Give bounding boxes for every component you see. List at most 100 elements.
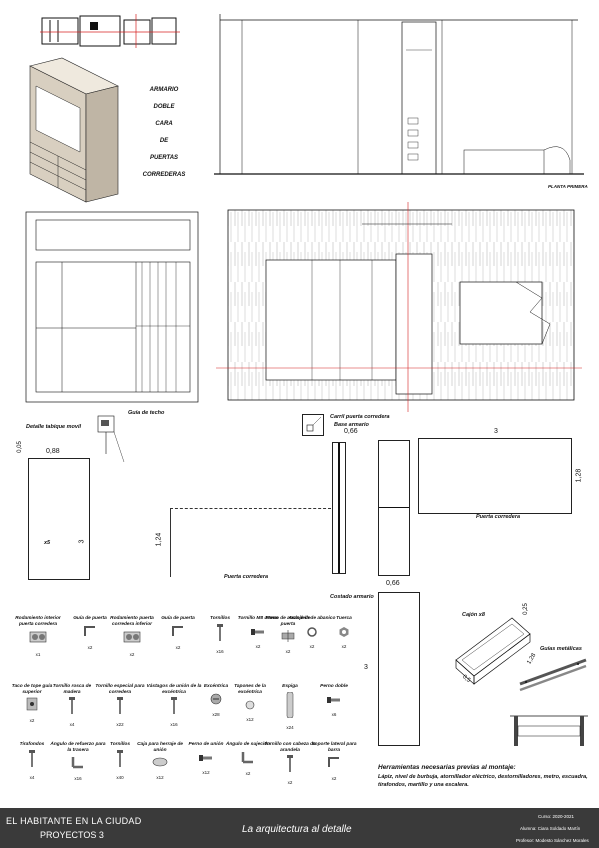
- x5-label: x5: [44, 540, 51, 546]
- footer-subtitle: PROYECTOS 3: [40, 830, 104, 840]
- screw-icon: [92, 749, 148, 773]
- side-panel: [378, 592, 420, 746]
- part-name: Arandela de abanico: [288, 616, 336, 621]
- screw-icon: [4, 749, 60, 773]
- part-qty: x2: [129, 652, 135, 658]
- angle-icon: [50, 755, 106, 774]
- part-qty: x40: [116, 774, 124, 780]
- screw-icon: [44, 697, 100, 720]
- part-name: Tornillo rosca de madera: [52, 684, 92, 695]
- rail-profile: [332, 442, 346, 574]
- hardware-part: Tuerca x2: [316, 616, 372, 649]
- title-line: PUERTAS: [149, 155, 179, 161]
- dim-128a: 1,28: [575, 468, 583, 483]
- bracket-icon: [62, 624, 118, 643]
- bolt-icon: [230, 624, 286, 642]
- screw-icon: [92, 697, 148, 720]
- part-qty: x2: [309, 643, 315, 649]
- dim-025: 0,25: [522, 603, 529, 615]
- part-qty: x4: [29, 774, 35, 780]
- front-elevation: [24, 210, 200, 404]
- dim-3c: 3: [364, 664, 368, 671]
- hardware-part: Ángulo de sujeción x2: [220, 742, 276, 776]
- box-icon: [132, 755, 188, 773]
- part-name: Tornillos: [209, 616, 231, 621]
- part-qty: x2: [87, 644, 93, 650]
- title-line: DE: [159, 138, 169, 144]
- title-line: CORREDERAS: [142, 172, 186, 178]
- part-qty: x16: [216, 648, 224, 654]
- part-qty: x28: [212, 711, 220, 717]
- tools-title: Herramientas necesarias previas al monta…: [378, 764, 516, 771]
- part-name: Caja para herraje de unión: [137, 742, 183, 753]
- puerta-corredera-label-2: Puerta corredera: [476, 514, 521, 520]
- part-name: Rodamiento interior puerta corredera: [15, 616, 61, 627]
- rail-detail: [302, 414, 324, 436]
- footer-title: EL HABITANTE EN LA CIUDAD: [6, 816, 142, 826]
- part-name: Perno doble: [320, 684, 348, 689]
- part-qty: x24: [286, 724, 294, 730]
- base-side-panel: [378, 440, 410, 576]
- part-name: Ángulo de sujeción: [225, 742, 271, 747]
- section-elevation: [212, 10, 586, 190]
- part-name: Espiga: [282, 684, 298, 689]
- part-name: Tornillo M8 45mm: [237, 616, 279, 621]
- part-qty: x2: [285, 649, 291, 655]
- part-name: Guía de puerta: [73, 616, 107, 621]
- roller-icon: [104, 629, 160, 650]
- hardware-part: Perno doble x6: [306, 684, 362, 717]
- door-panel-small: [170, 508, 331, 577]
- roller-icon: [10, 629, 66, 650]
- wardrobe-axonometric: [22, 56, 122, 206]
- part-qty: x4: [69, 722, 75, 728]
- part-name: Tirafondos: [19, 742, 45, 747]
- screw-icon: [192, 623, 248, 647]
- part-qty: x12: [246, 717, 254, 723]
- footer-tagline: La arquitectura al detalle: [242, 824, 352, 835]
- part-qty: x2: [341, 643, 347, 649]
- guias-metalicas-label: Guías metálicas: [540, 646, 582, 652]
- tools-body: Lápiz, nivel de burbuja, atornillador el…: [378, 774, 588, 788]
- dim-3a: 3: [78, 539, 86, 544]
- screw-icon: [146, 697, 202, 720]
- part-qty: x2: [175, 644, 181, 650]
- drawer-section-drawing: [508, 712, 590, 748]
- angle-icon: [220, 750, 276, 769]
- partition-panel: [28, 458, 90, 580]
- part-name: Tornillo con cabeza de arandela: [264, 742, 316, 753]
- part-name: Ángulo de refuerzo para la trasera: [50, 742, 106, 753]
- part-qty: x2: [29, 718, 35, 724]
- nut-icon: [316, 624, 372, 642]
- part-qty: x16: [170, 722, 178, 728]
- guia-techo-label: Guía de techo: [128, 410, 165, 416]
- part-qty: x1: [35, 652, 41, 658]
- hardware-part: Arandela de abanico x2: [284, 616, 340, 649]
- part-qty: x6: [331, 711, 337, 717]
- part-qty: x16: [74, 776, 82, 782]
- hardware-part: Guía de puerta x2: [62, 616, 118, 650]
- top-door-panel: [418, 438, 572, 514]
- hardware-parts-list: Rodamiento interior puerta corredera x1 Gu…: [0, 612, 370, 808]
- tools-section: Herramientas necesarias previas al monta…: [378, 764, 590, 789]
- dowel-icon: [262, 691, 318, 723]
- detalle-tabique-label: Detalle tabique movil: [26, 424, 82, 430]
- part-name: Tapones de la excéntrica: [234, 684, 266, 695]
- dim-066b: 0,66: [386, 580, 400, 587]
- dim-088: 0,88: [46, 448, 60, 455]
- bolt-icon: [306, 692, 362, 710]
- footer-bar: EL HABITANTE EN LA CIUDAD PROYECTOS 3 La…: [0, 808, 599, 848]
- part-qty: x2: [245, 770, 251, 776]
- part-name: Freno de anclaje de puerta: [265, 616, 311, 627]
- part-name: Tuerca: [336, 616, 352, 621]
- title-line: ARMARIO: [149, 87, 179, 93]
- bracket-icon: [150, 624, 206, 643]
